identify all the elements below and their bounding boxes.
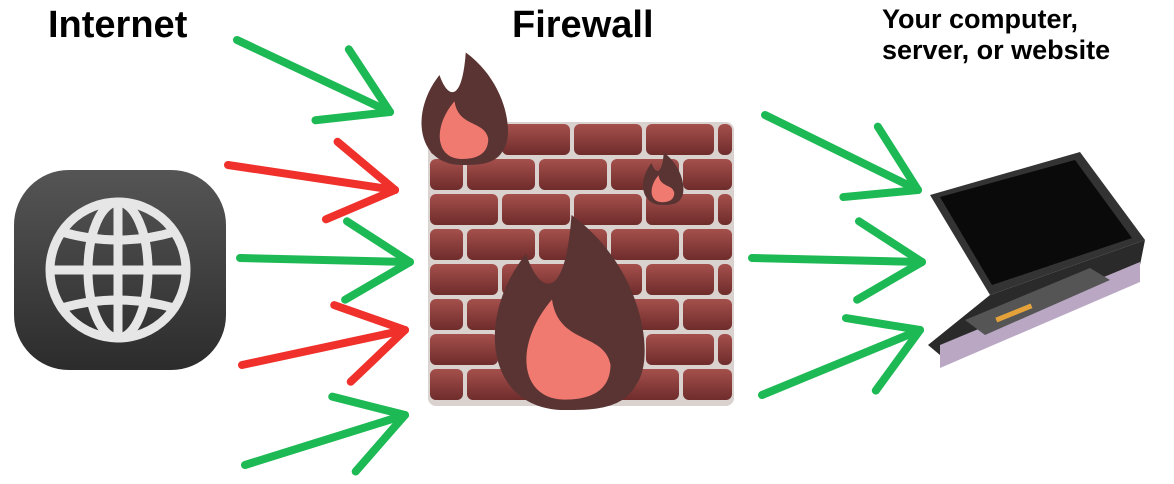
laptop-icon bbox=[928, 152, 1145, 368]
target-label: Your computer, server, or website bbox=[882, 4, 1110, 66]
outgoing-arrow-allowed bbox=[748, 217, 926, 304]
brick bbox=[646, 264, 714, 295]
brick bbox=[430, 264, 498, 295]
brick bbox=[467, 159, 535, 190]
brick bbox=[467, 229, 535, 260]
brick bbox=[683, 369, 732, 400]
incoming-arrow-blocked bbox=[224, 137, 399, 224]
brick bbox=[430, 159, 463, 190]
brick bbox=[646, 334, 714, 365]
target-label-line-1: Your computer, bbox=[882, 4, 1079, 34]
firewall-brick-wall-icon bbox=[421, 52, 734, 410]
internet-label: Internet bbox=[48, 4, 188, 46]
brick bbox=[430, 229, 463, 260]
brick bbox=[502, 194, 570, 225]
flame-icon bbox=[643, 152, 684, 205]
incoming-arrow-allowed bbox=[241, 392, 409, 476]
incoming-arrow-blocked bbox=[238, 301, 409, 386]
brick bbox=[683, 229, 732, 260]
brick bbox=[430, 369, 463, 400]
incoming-arrow-allowed bbox=[233, 36, 394, 125]
brick bbox=[611, 229, 679, 260]
incoming-arrow-allowed bbox=[236, 217, 414, 304]
brick bbox=[683, 299, 732, 330]
brick bbox=[718, 194, 732, 225]
brick bbox=[430, 299, 463, 330]
outgoing-arrow-allowed bbox=[758, 314, 924, 399]
firewall-label: Firewall bbox=[512, 4, 654, 46]
brick bbox=[574, 124, 642, 155]
brick bbox=[718, 334, 732, 365]
brick bbox=[430, 334, 498, 365]
brick bbox=[718, 124, 732, 155]
globe-icon bbox=[14, 170, 226, 370]
brick bbox=[502, 124, 570, 155]
target-label-line-2: server, or website bbox=[882, 35, 1111, 65]
brick bbox=[718, 264, 732, 295]
brick bbox=[574, 194, 642, 225]
brick bbox=[683, 159, 732, 190]
brick bbox=[539, 159, 607, 190]
brick bbox=[646, 124, 714, 155]
brick bbox=[430, 194, 498, 225]
flame-icon bbox=[421, 52, 508, 165]
flame-icon bbox=[494, 215, 645, 410]
outgoing-arrow-allowed bbox=[761, 111, 922, 202]
